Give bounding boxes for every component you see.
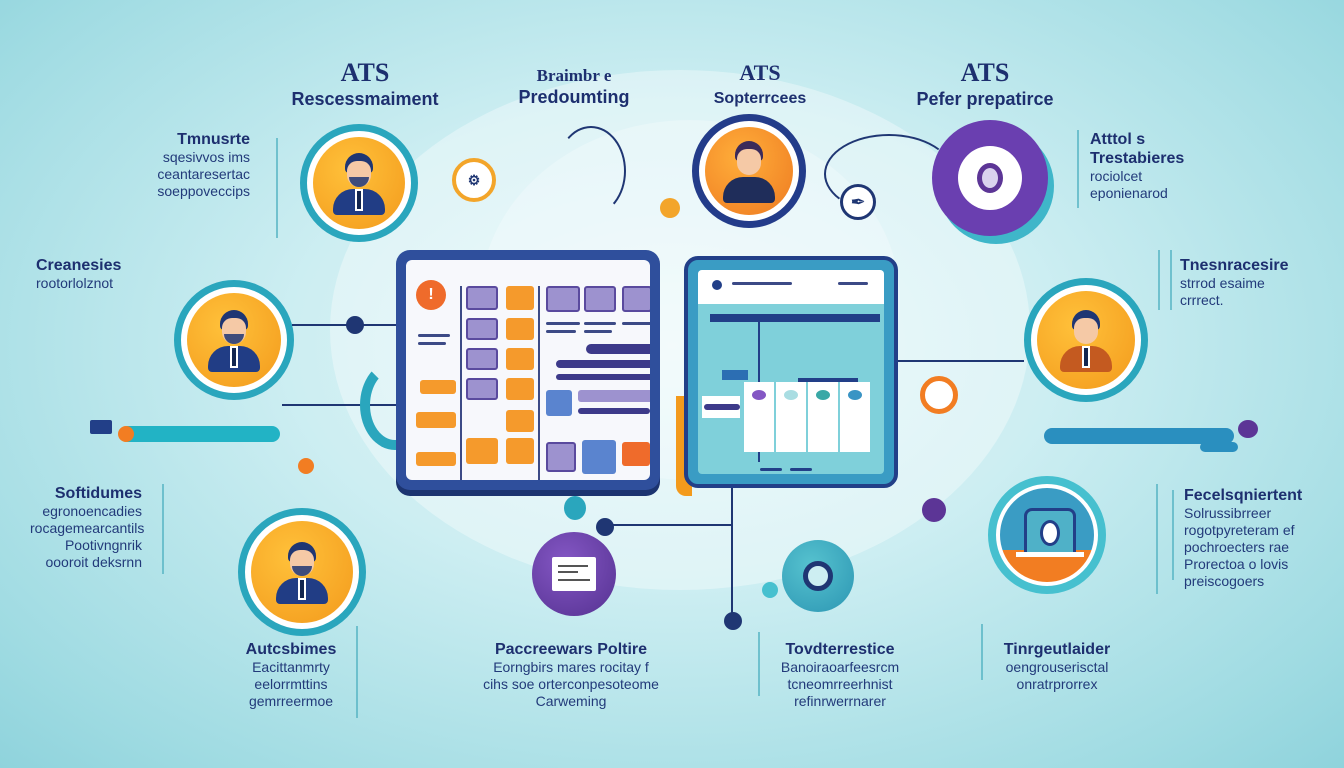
connector-line (282, 404, 396, 406)
person-avatar-icon (204, 308, 264, 372)
candidate-card (776, 382, 806, 452)
alert-icon: ! (416, 280, 446, 310)
teal-dot-icon (762, 582, 778, 598)
label-right-2: Tnesnracesire strrod esaime crrrect. (1180, 257, 1289, 308)
search-gear-icon (782, 540, 854, 612)
divider-line (276, 138, 278, 238)
title-brainmbr-predoumting: Braimbr e Predoumting (518, 66, 630, 107)
label-left-3: Softidumes egronoencadies rocagemearcant… (30, 485, 145, 570)
label-bottom-1: Autcsbimes Eacittanmrty eelorrmttins gem… (245, 641, 337, 709)
connector-line (292, 324, 396, 326)
label-bottom-2: Paccreewars Poltire Eorngbirs mares roci… (483, 641, 659, 709)
navy-dot-icon (596, 518, 614, 536)
connector-wire (824, 134, 954, 214)
orange-pipe-cap (118, 426, 134, 442)
label-right-3: Fecelsqniertent Solrussibrreer rogotpyre… (1184, 487, 1303, 589)
orange-dot-icon (298, 458, 314, 474)
card-icon (90, 420, 112, 434)
connector-line (898, 360, 1024, 362)
divider-line (1170, 250, 1172, 310)
title-ats-sources: ATS Sopterrcees (713, 60, 807, 107)
connector-wire (360, 360, 430, 450)
person-avatar-icon (1056, 308, 1116, 372)
teal-blob-icon (564, 496, 586, 520)
divider-line (162, 484, 164, 574)
avatar-circle-mid-left (174, 280, 294, 400)
candidate-card (808, 382, 838, 452)
title-ats-recruitment: ATS Rescessmaiment (291, 58, 439, 109)
connector-wire (556, 126, 626, 216)
avatar-circle-top-left (300, 124, 418, 242)
divider-line (758, 632, 760, 696)
label-left-1: Tmnusrte sqesivvos ims ceantaresertac so… (157, 131, 250, 199)
divider-line (1158, 250, 1160, 310)
candidate-card (744, 382, 774, 452)
divider-line (1156, 484, 1158, 594)
purple-dot-icon (922, 498, 946, 522)
right-connector-pipe (1044, 428, 1234, 444)
avatar-circle-top-center (692, 114, 806, 228)
ats-candidates-tablet (684, 256, 898, 488)
person-avatar-icon (329, 151, 389, 215)
purple-chat-icon (1238, 420, 1258, 438)
laptop-shield-icon (988, 476, 1106, 594)
orange-dot-icon (660, 198, 680, 218)
label-right-1: Atttol s Trestabieres rociolcet eponiena… (1090, 131, 1185, 201)
label-bottom-3: Tovdterrestice Banoiraoarfeesrcm tcneomr… (780, 641, 900, 709)
title-ats-preference: ATS Pefer prepatirce (916, 58, 1054, 109)
candidates-screen (698, 270, 884, 474)
connector-line (605, 524, 731, 526)
ats-dashboard-tablet: ! (396, 250, 660, 490)
dashboard-screen: ! (406, 260, 650, 480)
divider-line (1077, 130, 1079, 208)
label-left-2: Creanesies rootorlolznot (36, 257, 122, 291)
orange-lens-icon (920, 376, 958, 414)
avatar-circle-bottom-left (238, 508, 366, 636)
connector-line (731, 488, 733, 614)
document-icon (532, 532, 616, 616)
navy-dot-icon (724, 612, 742, 630)
divider-line (1172, 490, 1174, 580)
label-bottom-4: Tinrgeutlaider oengrouserisctal onratrpr… (1003, 641, 1111, 692)
person-avatar-icon (719, 139, 779, 203)
divider-line (981, 624, 983, 680)
avatar-circle-mid-right (1024, 278, 1148, 402)
left-connector-pipe (120, 426, 280, 442)
person-avatar-icon (272, 540, 332, 604)
orange-badge-icon: ⚙ (452, 158, 496, 202)
right-connector-pipe-lower (1200, 442, 1238, 452)
divider-line (356, 626, 358, 718)
candidate-card (840, 382, 870, 452)
